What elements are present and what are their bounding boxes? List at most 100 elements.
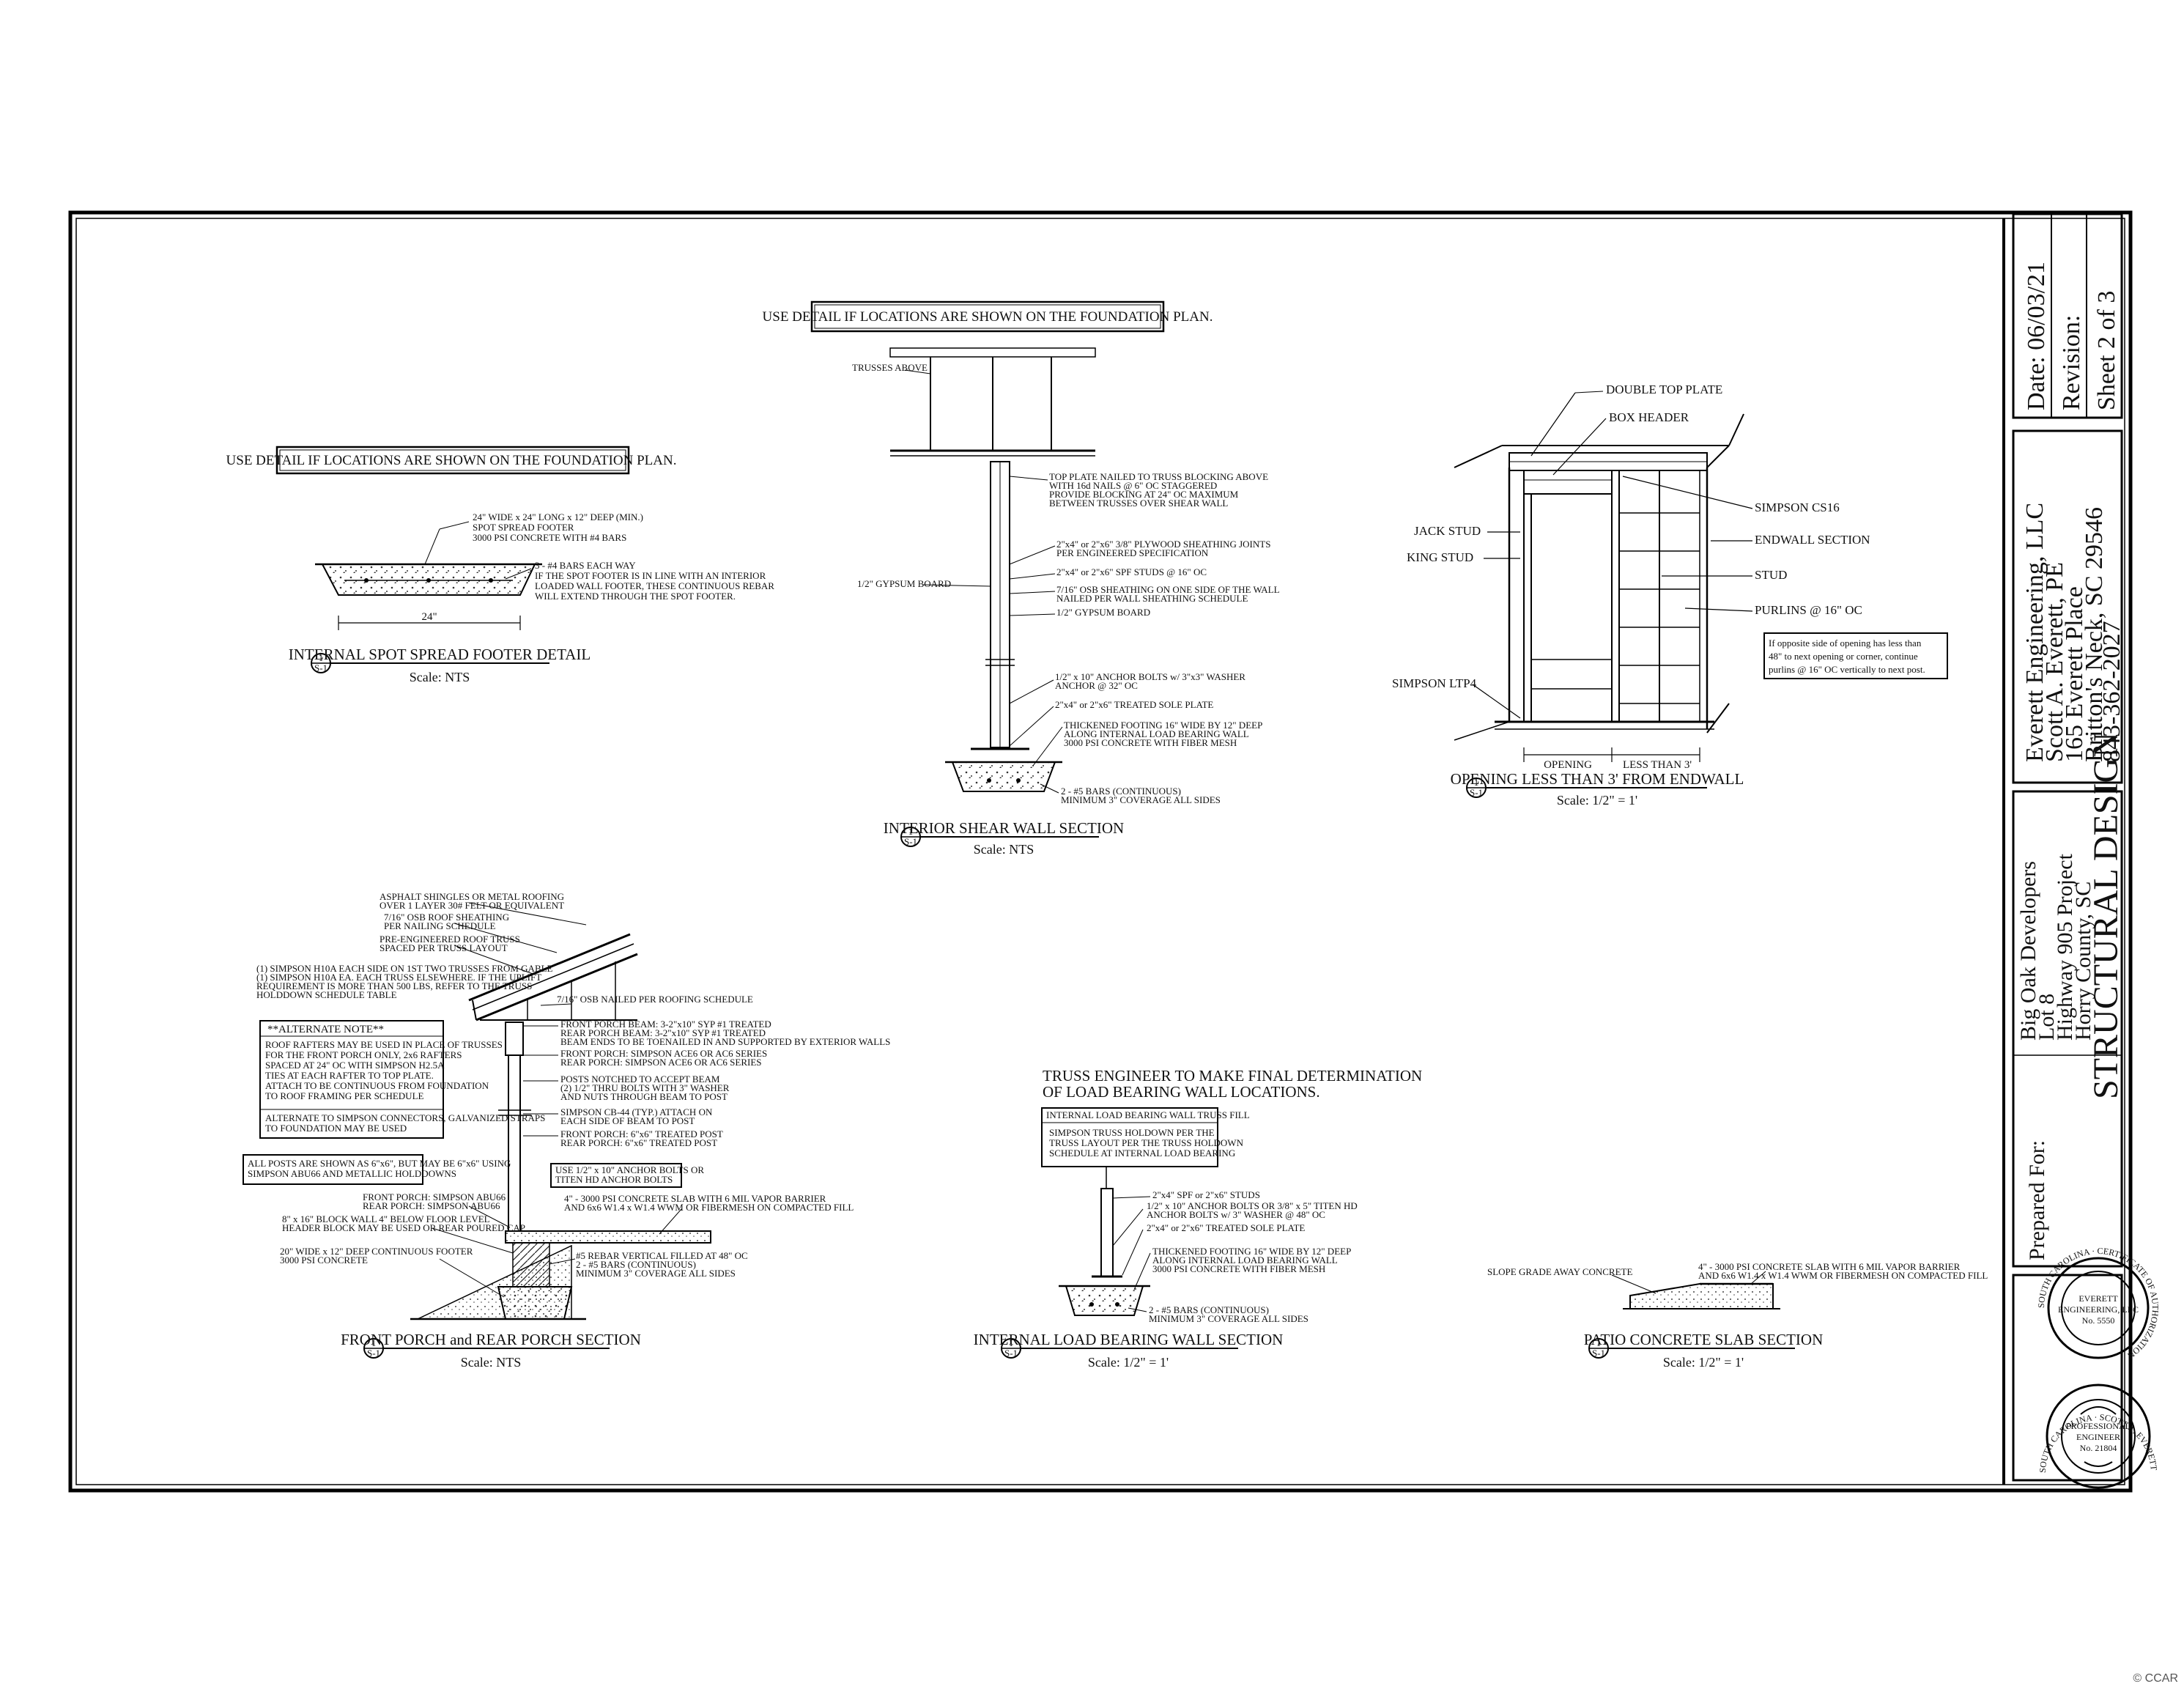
load-wall-callout-8: 2 - #5 BARS (CONTINUOUS) xyxy=(1149,1304,1269,1315)
porch-callout-36: MINIMUM 3" COVERAGE ALL SIDES xyxy=(576,1268,736,1279)
shear-wall-callout-8: 7/16" OSB SHEATHING ON ONE SIDE OF THE W… xyxy=(1056,584,1280,595)
load-wall-callout-7: 3000 PSI CONCRETE WITH FIBER MESH xyxy=(1152,1263,1325,1274)
porch-scale: Scale: NTS xyxy=(461,1355,522,1370)
spot-footer-callout-6: LOADED WALL FOOTER, THESE CONTINUOUS REB… xyxy=(535,580,774,591)
opening-note-line-2: 48" to next opening or corner, continue xyxy=(1769,651,1918,662)
patio-callout-3: SLOPE GRADE AWAY CONCRETE xyxy=(1487,1266,1632,1277)
client-lot: Lot 8 xyxy=(2035,994,2059,1041)
load-wall-box-title: INTERNAL LOAD BEARING WALL TRUSS FILL xyxy=(1046,1109,1250,1120)
shear-wall-scale: Scale: NTS xyxy=(974,842,1034,857)
porch-callout-10: HOLDDOWN SCHEDULE TABLE xyxy=(256,989,397,1000)
endwall-callout-jack-stud: JACK STUD xyxy=(1414,524,1481,538)
authorization-seal-line-2: ENGINEERING, LLC xyxy=(2058,1304,2139,1315)
porch-callout-34: #5 REBAR VERTICAL FILLED AT 48" OC xyxy=(576,1250,748,1261)
porch-callout-9: REQUIREMENT IS MORE THAN 500 LBS, REFER … xyxy=(256,980,532,991)
shear-wall-callout-11: 1/2" GYPSUM BOARD xyxy=(857,578,951,589)
endwall-callout-double-top-plate: DOUBLE TOP PLATE xyxy=(1606,383,1722,396)
detail-spot-footer: USE DETAIL IF LOCATIONS ARE SHOWN ON THE… xyxy=(226,446,774,684)
engineer-city: Britton's Neck, SC 29546 xyxy=(2081,507,2108,762)
shear-wall-callout-4: BETWEEN TRUSSES OVER SHEAR WALL xyxy=(1049,498,1228,509)
watermark: © CCAR xyxy=(2133,1672,2178,1685)
spot-footer-scale: Scale: NTS xyxy=(410,670,470,684)
detail-porch-section: ASPHALT SHINGLES OR METAL ROOFING OVER 1… xyxy=(243,891,890,1370)
porch-callout-1: ASPHALT SHINGLES OR METAL ROOFING xyxy=(380,891,564,902)
spot-footer-marker-bottom: S-1 xyxy=(314,662,327,673)
endwall-dimension-opening: OPENING xyxy=(1544,759,1592,771)
opening-note-line-1: If opposite side of opening has less tha… xyxy=(1769,638,1922,649)
prepared-for-label: Prepared For: xyxy=(2025,1140,2049,1260)
load-wall-box-line-3: SCHEDULE AT INTERNAL LOAD BEARING xyxy=(1049,1148,1235,1159)
patio-callout-2: AND 6x6 W1.4 x W1.4 WWM OR FIBERMESH ON … xyxy=(1698,1270,1988,1281)
endwall-callout-purlins: PURLINS @ 16" OC xyxy=(1755,603,1862,617)
opening-note-line-3: purlins @ 16" OC vertically to next post… xyxy=(1769,664,1925,675)
spot-footer-title: INTERNAL SPOT SPREAD FOOTER DETAIL xyxy=(289,646,591,663)
porch-callout-29: AND 6x6 W1.4 x W1.4 WWM OR FIBERMESH ON … xyxy=(564,1202,854,1213)
porch-alternate-line-5: ATTACH TO BE CONTINUOUS FROM FOUNDATION xyxy=(265,1080,489,1091)
detail-endwall-opening: DOUBLE TOP PLATE BOX HEADER SIMPSON CS16… xyxy=(1392,383,1948,808)
porch-callout-3: 7/16" OSB ROOF SHEATHING xyxy=(384,912,509,923)
engineer-seal-line-3: No. 21804 xyxy=(2080,1443,2117,1453)
spot-footer-callout-3: 3000 PSI CONCRETE WITH #4 BARS xyxy=(473,532,626,543)
shear-wall-callout-12: 1/2" x 10" ANCHOR BOLTS w/ 3"x3" WASHER xyxy=(1055,671,1245,682)
detail-patio-slab: 4" - 3000 PSI CONCRETE SLAB WITH 6 MIL V… xyxy=(1487,1261,1988,1370)
sheet-label: Sheet 2 of 3 xyxy=(2093,291,2120,410)
shear-wall-marker-bottom: S-1 xyxy=(904,836,917,847)
sheet-border xyxy=(68,210,2133,1493)
client-county: Horry County, SC xyxy=(2071,882,2095,1041)
load-wall-callout-6: ALONG INTERNAL LOAD BEARING WALL xyxy=(1152,1255,1338,1266)
porch-alternate-line-4: TIES AT EACH RAFTER TO TOP PLATE. xyxy=(265,1070,434,1081)
use-detail-note-left: USE DETAIL IF LOCATIONS ARE SHOWN ON THE… xyxy=(226,453,677,468)
engineer-seal: SOUTH CAROLINA · SCOTT A. EVERETT PROFES… xyxy=(2037,1383,2159,1489)
porch-callout-28: 4" - 3000 PSI CONCRETE SLAB WITH 6 MIL V… xyxy=(564,1193,826,1204)
engineer-name: Everett Engineering, LLC xyxy=(2021,503,2048,762)
title-block: Date: 06/03/21 Revision: Sheet 2 of 3 Ev… xyxy=(2002,213,2161,1489)
load-wall-title: INTERNAL LOAD BEARING WALL SECTION xyxy=(974,1331,1284,1348)
shear-wall-callout-16: ALONG INTERNAL LOAD BEARING WALL xyxy=(1064,728,1249,739)
authorization-seal-line-1: EVERETT xyxy=(2078,1293,2118,1304)
endwall-dimension-less-than: LESS THAN 3' xyxy=(1623,759,1692,771)
endwall-callout-stud: STUD xyxy=(1755,568,1787,582)
porch-callout-19: AND NUTS THROUGH BEAM TO POST xyxy=(560,1091,728,1102)
porch-alternate-footer-2: TO FOUNDATION MAY BE USED xyxy=(265,1123,407,1134)
engineer-seal-line-2: ENGINEER xyxy=(2076,1432,2120,1442)
porch-callout-14: BEAM ENDS TO BE TOENAILED IN AND SUPPORT… xyxy=(560,1036,890,1047)
drawing-title: STRUCTURAL DESIGN xyxy=(2087,732,2125,1099)
spot-footer-callout-2: SPOT SPREAD FOOTER xyxy=(473,522,574,533)
patio-marker-bottom: S-1 xyxy=(1592,1348,1605,1359)
porch-alternate-line-2: FOR THE FRONT PORCH ONLY, 2x6 RAFTERS xyxy=(265,1049,462,1060)
patio-marker-top: 1 xyxy=(1596,1337,1602,1348)
porch-callout-33: 3000 PSI CONCRETE xyxy=(280,1255,368,1266)
spot-footer-dimension: 24" xyxy=(421,611,437,623)
shear-wall-callout-5: 2"x4" or 2"x6" 3/8" PLYWOOD SHEATHING JO… xyxy=(1056,539,1270,550)
load-wall-marker-bottom: S-1 xyxy=(1004,1348,1018,1359)
porch-callout-2: OVER 1 LAYER 30# FELT OR EQUIVALENT xyxy=(380,900,564,911)
shear-wall-callout-14: 2"x4" or 2"x6" TREATED SOLE PLATE xyxy=(1055,699,1213,710)
porch-marker-bottom: S-1 xyxy=(367,1348,380,1359)
porch-callout-12: FRONT PORCH BEAM: 3-2"x10" SYP #1 TREATE… xyxy=(560,1019,771,1030)
shear-wall-callout-3: PROVIDE BLOCKING AT 24" OC MAXIMUM xyxy=(1049,489,1239,500)
porch-callout-30: 8" x 16" BLOCK WALL 4" BELOW FLOOR LEVEL xyxy=(282,1213,490,1224)
porch-callout-20: SIMPSON CB-44 (TYP.) ATTACH ON xyxy=(560,1107,713,1117)
engineer-seal-line-1: PROFESSIONAL xyxy=(2066,1421,2131,1431)
patio-title: PATIO CONCRETE SLAB SECTION xyxy=(1584,1331,1824,1348)
load-wall-callout-4: 2"x4" or 2"x6" TREATED SOLE PLATE xyxy=(1147,1222,1305,1233)
shear-wall-callout-10: 1/2" GYPSUM BOARD xyxy=(1056,607,1150,618)
patio-scale: Scale: 1/2" = 1' xyxy=(1663,1355,1744,1370)
engineer-pe: Scott A. Everett, PE xyxy=(2041,562,2068,762)
date-label: Date: 06/03/21 xyxy=(2023,262,2050,410)
spot-footer-callout-4: 3 - #4 BARS EACH WAY xyxy=(535,560,636,571)
porch-post-note-1: ALL POSTS ARE SHOWN AS 6"x6", BUT MAY BE… xyxy=(248,1158,511,1169)
shear-wall-callout-17: 3000 PSI CONCRETE WITH FIBER MESH xyxy=(1064,737,1237,748)
client-name: Big Oak Developers xyxy=(2016,861,2040,1041)
spot-footer-marker-top: 1 xyxy=(319,652,324,663)
endwall-callout-king-stud: KING STUD xyxy=(1407,550,1473,564)
load-wall-scale: Scale: 1/2" = 1' xyxy=(1088,1355,1169,1370)
porch-callout-23: REAR PORCH: 6"x6" TREATED POST xyxy=(560,1137,717,1148)
porch-marker-top: 1 xyxy=(371,1337,377,1348)
shear-wall-callout-9: NAILED PER WALL SHEATHING SCHEDULE xyxy=(1056,593,1248,604)
porch-callout-6: SPACED PER TRUSS LAYOUT xyxy=(380,942,508,953)
truss-engineer-note-line-1: TRUSS ENGINEER TO MAKE FINAL DETERMINATI… xyxy=(1043,1067,1422,1085)
shear-wall-callout-7: 2"x4" or 2"x6" SPF STUDS @ 16" OC xyxy=(1056,566,1207,577)
endwall-callout-simpson-ltp4: SIMPSON LTP4 xyxy=(1392,676,1477,690)
load-wall-box-line-1: SIMPSON TRUSS HOLDOWN PER THE xyxy=(1049,1127,1215,1138)
